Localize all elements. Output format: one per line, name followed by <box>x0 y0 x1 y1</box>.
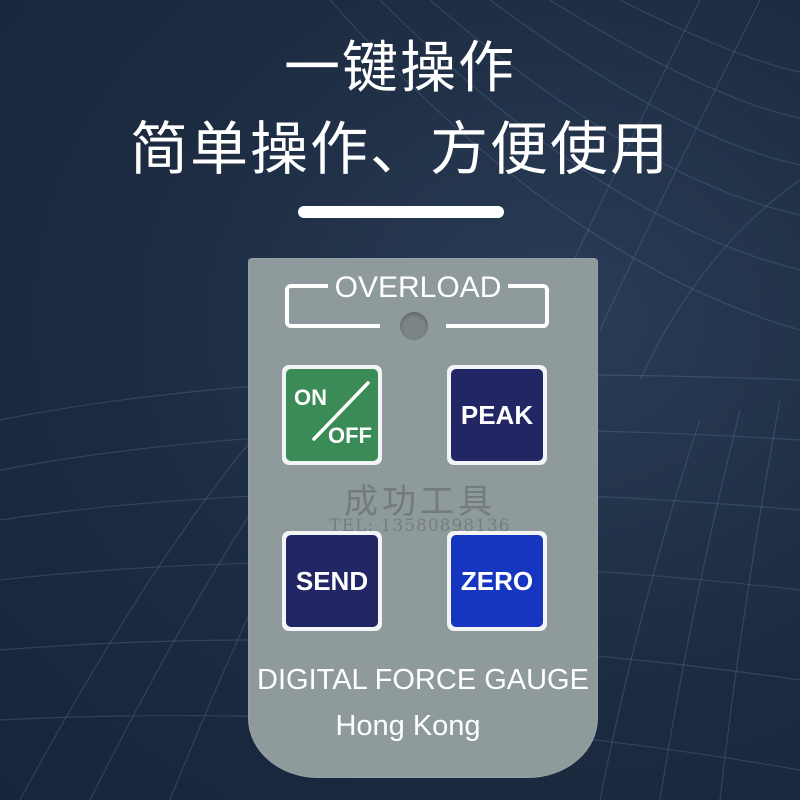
on-off-button[interactable]: ON OFF <box>282 365 382 465</box>
zero-button[interactable]: ZERO <box>447 531 547 631</box>
slash-icon <box>312 381 370 441</box>
peak-button[interactable]: PEAK <box>447 365 547 465</box>
overload-label: OVERLOAD <box>334 271 502 304</box>
off-label: OFF <box>328 423 372 448</box>
on-label: ON <box>294 385 327 410</box>
zero-button-face[interactable]: ZERO <box>451 535 543 627</box>
overload-indicator-led <box>400 312 428 340</box>
device-title: DIGITAL FORCE GAUGE <box>257 664 589 696</box>
frame-gap-top <box>328 276 508 292</box>
device-origin: Hong Kong <box>335 710 481 742</box>
peak-button-face[interactable]: PEAK <box>451 369 543 461</box>
watermark-brand: 成功工具 <box>344 482 496 522</box>
on-off-button-face[interactable]: ON OFF <box>286 369 378 461</box>
send-button-face[interactable]: SEND <box>286 535 378 627</box>
send-button[interactable]: SEND <box>282 531 382 631</box>
headline-one-click: 一键操作 <box>284 36 516 101</box>
headline-easy-use: 简单操作、方便使用 <box>129 115 670 183</box>
headline-underline <box>298 206 504 218</box>
gauge-control-panel: OVERLOAD ON OFF PEAK 成功工具 TEL: 135808981… <box>248 258 598 778</box>
